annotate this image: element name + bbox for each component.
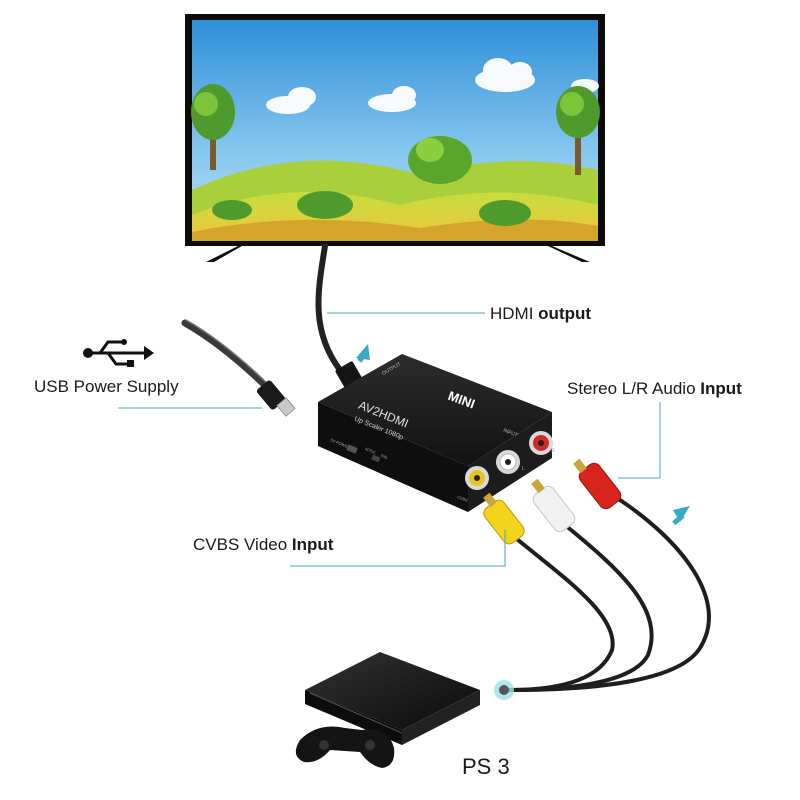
label-hdmi-output: HDMI output <box>490 304 591 324</box>
leader-audio <box>618 402 661 479</box>
label-ps3: PS 3 <box>462 754 510 779</box>
input-text: INPUT <box>502 427 518 438</box>
tv <box>185 14 605 262</box>
av2hdmi-converter: MINI AV2HDMI Up Scaler 1080p OUTPUT INPU… <box>318 354 555 512</box>
tv-foot-right <box>548 246 590 262</box>
label-cvbs-video-text: CVBS Video <box>193 535 292 554</box>
converter-top <box>318 354 552 466</box>
label-stereo-audio: Stereo L/R Audio Input <box>567 379 742 399</box>
tree-icon <box>191 84 600 226</box>
tv-foot-left <box>206 246 242 262</box>
game-controller-icon <box>295 726 395 768</box>
usb-plug <box>256 380 296 417</box>
cvbs-port-text: CVBS <box>457 494 469 503</box>
rca-socket-l <box>496 450 520 474</box>
usb-cable <box>181 319 279 399</box>
switch-pal-text: PAL <box>380 453 389 461</box>
rca-cable-red <box>508 498 711 692</box>
usb-icon <box>83 339 154 367</box>
arrow-up-icon <box>356 344 690 526</box>
hdmi-cable <box>315 243 343 373</box>
leader-lines <box>118 312 661 567</box>
rca-plug-white <box>531 478 576 533</box>
label-cvbs-video: CVBS Video Input <box>193 535 333 555</box>
ntsc-pal-switch <box>371 454 381 463</box>
cloud-icon <box>266 58 599 114</box>
r-port-text: R <box>551 448 555 454</box>
power-port <box>346 444 358 454</box>
rca-plug-red <box>573 458 622 510</box>
rca-socket-cvbs <box>465 466 489 490</box>
rca-plug-yellow <box>483 492 525 545</box>
label-hdmi-output-bold: output <box>538 304 592 323</box>
leader-cvbs <box>290 530 506 567</box>
label-cvbs-video-bold: Input <box>291 535 334 554</box>
label-usb-power: USB Power Supply <box>34 377 179 397</box>
label-hdmi-output-text: HDMI <box>490 304 539 323</box>
rca-socket-r <box>529 431 553 455</box>
switch-ntsc-text: NTSC <box>365 446 377 455</box>
l-port-text: L <box>522 466 525 472</box>
rca-cable-yellow <box>508 533 615 692</box>
converter-left-side <box>318 402 468 512</box>
label-usb-power-text: USB Power Supply <box>34 377 179 396</box>
label-ps3-text: PS 3 <box>462 754 510 779</box>
label-stereo-audio-text: Stereo L/R Audio <box>567 379 701 398</box>
label-stereo-audio-bold: Input <box>700 379 742 398</box>
